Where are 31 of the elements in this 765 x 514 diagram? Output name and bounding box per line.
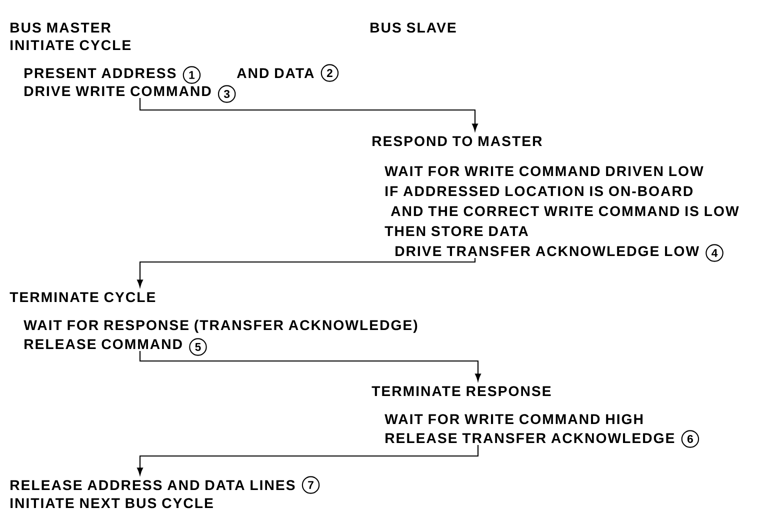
step-line: INITIATE NEXT BUS CYCLE: [10, 498, 213, 508]
connector-arrow: [139, 351, 481, 382]
connector-arrow: [137, 445, 479, 476]
step-line: RELEASE COMMAND: [24, 339, 182, 350]
step-heading: TERMINATE CYCLE: [10, 292, 156, 302]
step-line: IF ADDRESSED LOCATION IS ON-BOARD: [386, 186, 693, 196]
column-heading: BUS MASTER: [10, 22, 111, 33]
step-heading: RESPOND TO MASTER: [372, 136, 542, 146]
connector-arrow: [137, 258, 476, 288]
callout-number: 2: [320, 64, 339, 82]
callout-number: 3: [218, 85, 236, 103]
callout-number: 7: [302, 476, 320, 494]
step-heading: INITIATE CYCLE: [10, 40, 131, 50]
step-line: RELEASE ADDRESS AND DATA LINES: [10, 480, 295, 490]
step-line: THEN STORE DATA: [384, 226, 528, 236]
callout-number: 5: [189, 338, 207, 356]
callout-number: 6: [681, 430, 700, 448]
step-line: RELEASE TRANSFER ACKNOWLEDGE: [386, 433, 674, 444]
step-line: DRIVE WRITE COMMAND: [24, 86, 211, 96]
step-line: AND DATA: [236, 68, 314, 78]
step-line: WAIT FOR WRITE COMMAND DRIVEN LOW: [384, 166, 704, 176]
step-line: PRESENT ADDRESS: [24, 68, 176, 78]
callout-number: 4: [706, 244, 724, 262]
step-line: WAIT FOR RESPONSE (TRANSFER ACKNOWLEDGE): [24, 320, 418, 333]
step-line: DRIVE TRANSFER ACKNOWLEDGE LOW: [396, 246, 700, 256]
callout-number: 1: [182, 66, 201, 84]
step-line: WAIT FOR WRITE COMMAND HIGH: [384, 414, 643, 424]
step-heading: TERMINATE RESPONSE: [372, 386, 551, 396]
step-line: AND THE CORRECT WRITE COMMAND IS LOW: [390, 206, 739, 216]
connector-arrow: [139, 98, 478, 132]
column-heading: BUS SLAVE: [370, 22, 456, 33]
